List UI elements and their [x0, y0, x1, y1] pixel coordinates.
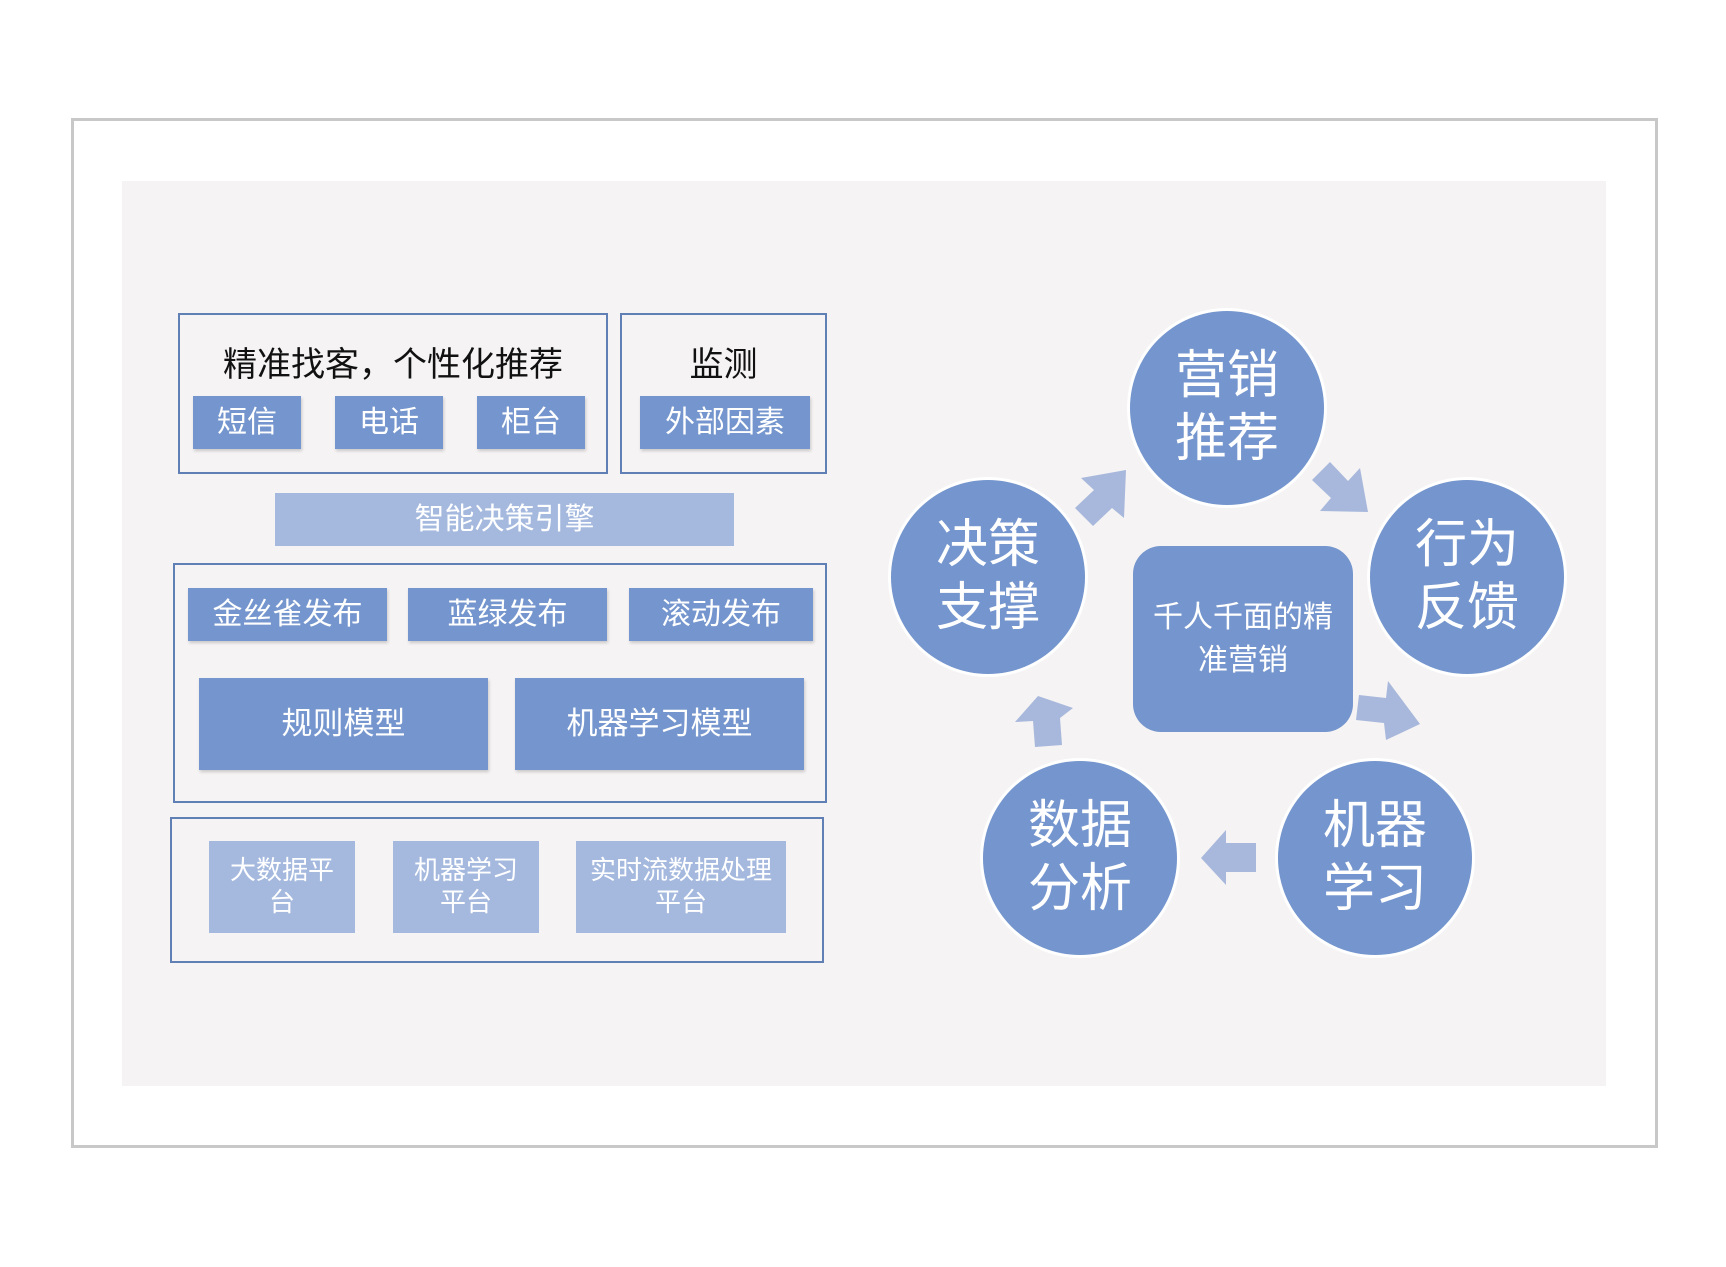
node-feedback-line2: 反馈: [1414, 578, 1519, 638]
node-feedback-line1: 行为: [1414, 514, 1519, 575]
canary-release: 金丝雀发布: [188, 588, 387, 641]
release-model-group: 金丝雀发布 蓝绿发布 滚动发布 规则模型 机器学习模型: [173, 563, 827, 803]
stream-platform: 实时流数据处理平台: [576, 841, 786, 933]
node-data-analysis: 数据分析: [983, 761, 1177, 955]
ml-platform: 机器学习平台: [393, 841, 539, 933]
center-precision-marketing: 千人千面的精准营销: [1133, 546, 1353, 732]
node-marketing-recommend: 营销推荐: [1130, 311, 1324, 505]
node-decision-line1: 决策: [935, 514, 1040, 575]
channel-phone: 电话: [335, 396, 443, 449]
channel-sms: 短信: [193, 396, 301, 449]
arrow-analysis-to-decision: [1015, 696, 1073, 747]
node-analysis-line2: 分析: [1027, 859, 1132, 919]
channel-counter: 柜台: [477, 396, 585, 449]
rule-model: 规则模型: [199, 678, 488, 770]
arrow-feedback-to-ml: [1356, 681, 1420, 740]
platform-group: 大数据平台 机器学习平台 实时流数据处理平台: [170, 817, 824, 963]
node-machine-learning: 机器学习: [1278, 761, 1472, 955]
arrow-ml-to-analysis: [1201, 830, 1256, 885]
node-ml-line1: 机器: [1322, 795, 1427, 856]
node-marketing-line2: 推荐: [1174, 409, 1279, 469]
arrow-marketing-to-feedback: [1312, 462, 1368, 512]
targeting-title: 精准找客，个性化推荐: [223, 345, 563, 385]
big-data-platform: 大数据平台: [209, 841, 355, 933]
node-decision-line2: 支撑: [935, 578, 1040, 638]
blue-green-release: 蓝绿发布: [408, 588, 607, 641]
external-factors: 外部因素: [640, 396, 810, 449]
monitor-title: 监测: [689, 345, 758, 385]
targeting-group: 精准找客，个性化推荐 短信 电话 柜台: [178, 313, 608, 474]
node-ml-line2: 学习: [1322, 859, 1427, 919]
node-decision-support: 决策支撑: [891, 480, 1085, 674]
decision-engine-bar: 智能决策引擎: [275, 493, 734, 546]
monitor-group: 监测 外部因素: [620, 313, 827, 474]
node-analysis-line1: 数据: [1027, 795, 1132, 856]
rolling-release: 滚动发布: [629, 588, 813, 641]
arrow-decision-to-marketing: [1075, 470, 1126, 526]
ml-model: 机器学习模型: [515, 678, 804, 770]
node-marketing-line1: 营销: [1174, 345, 1279, 406]
node-behavior-feedback: 行为反馈: [1370, 480, 1564, 674]
